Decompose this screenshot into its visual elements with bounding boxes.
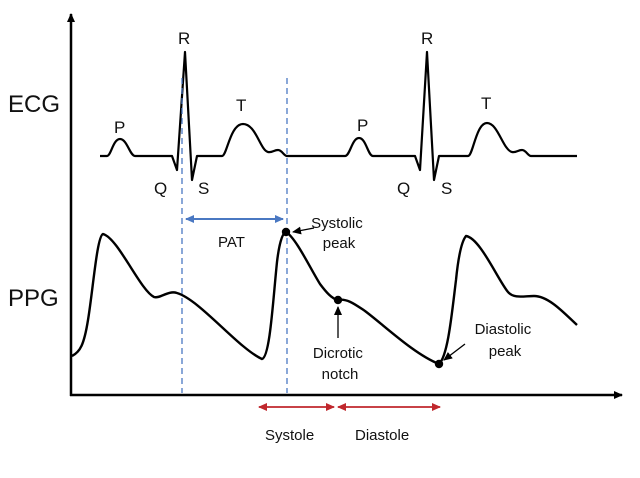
ecg-trace [100,50,577,182]
dicrotic-notch-label: Dicrotic notch [313,345,367,383]
ppg-label: PPG [8,285,59,312]
q-wave-label: Q [397,179,410,198]
p-wave-label: P [357,116,368,135]
p-wave-label: P [114,118,125,137]
systolic-peak-label: Systolic peak [311,215,367,252]
diastolic-peak-label-line: peak [489,343,522,360]
systolic-peak-label-line: Systolic [311,215,363,232]
dicrotic-notch-label-line: Dicrotic [313,345,364,362]
dicrotic-notch-marker [333,295,343,305]
diastole-label: Diastole [355,427,409,444]
diastolic-peak-pointer [443,343,466,361]
dicrotic-notch-label-line: notch [322,366,359,383]
t-wave-label: T [236,96,246,115]
r-wave-label: R [178,29,190,48]
diastolic-peak-label-line: Diastolic [475,321,532,338]
systolic-peak-pointer [292,226,315,235]
pat-label: PAT [218,234,245,251]
diastolic-peak-label: Diastolic peak [475,321,536,360]
ecg-label: ECG [8,91,60,118]
t-wave-label: T [481,94,491,113]
systole-label: Systole [265,427,314,444]
s-wave-label: S [441,179,452,198]
ppg-trace [71,230,578,366]
systolic-peak-marker [281,227,291,237]
diastolic-peak-marker [434,359,444,369]
s-wave-label: S [198,179,209,198]
q-wave-label: Q [154,179,167,198]
r-wave-label: R [421,29,433,48]
systolic-peak-label-line: peak [323,235,356,252]
